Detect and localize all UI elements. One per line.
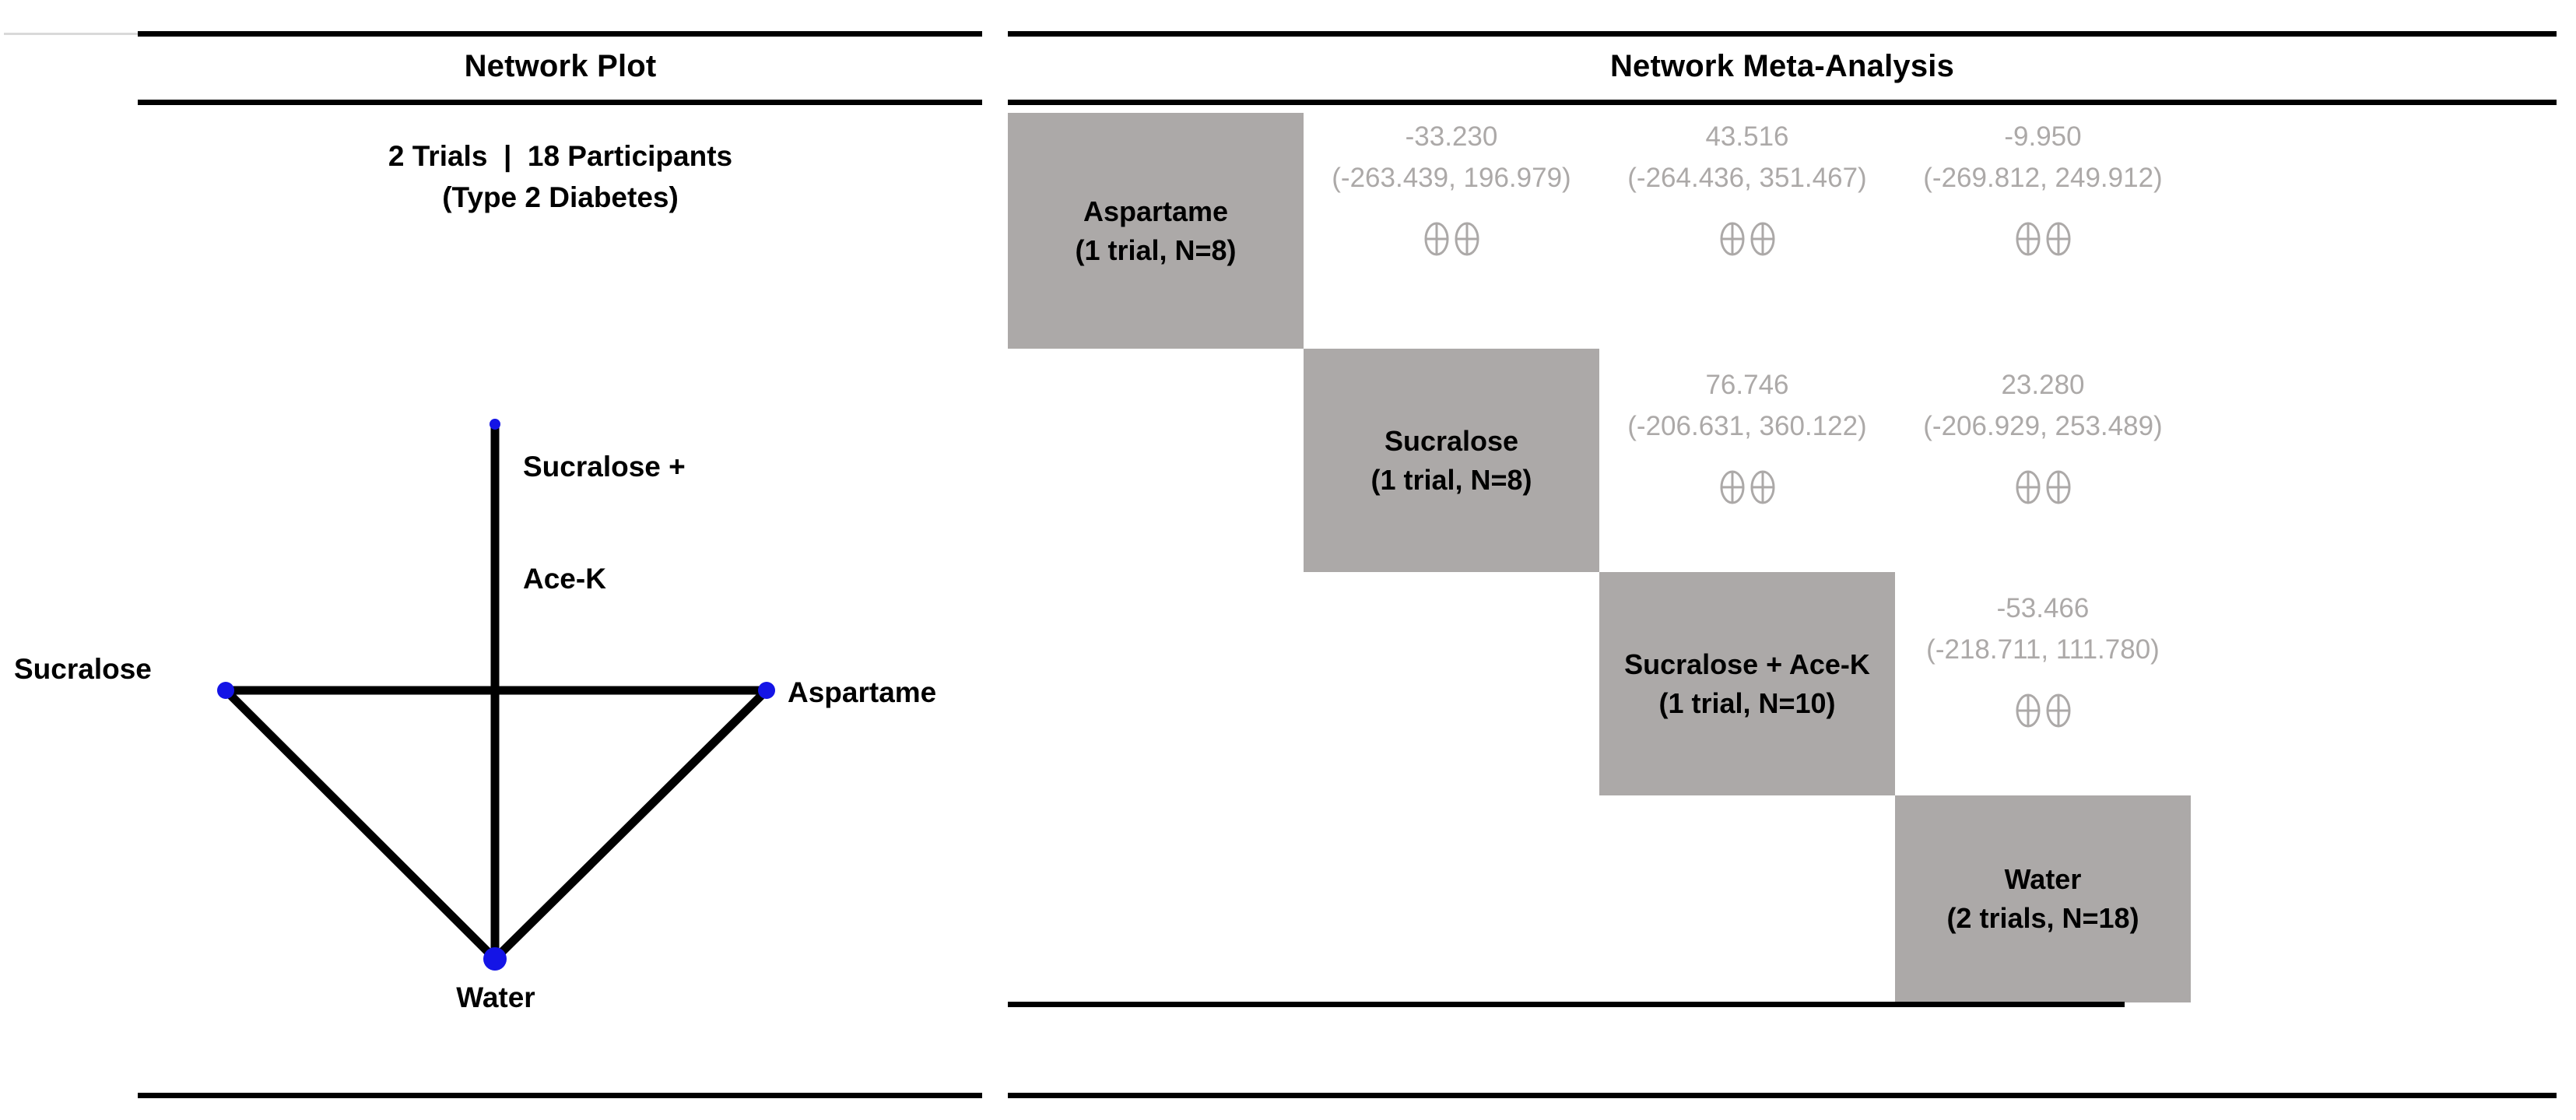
grade-plus-circle-icon — [2016, 693, 2040, 728]
network-node-sucralose-ace-k[interactable] — [490, 419, 500, 430]
league-diagonal-sucralose-ace-k: Sucralose + Ace-K (1 trial, N=10) — [1599, 572, 1895, 795]
effect-estimate: 76.746 — [1705, 370, 1789, 400]
league-cell-blank — [1008, 349, 1304, 572]
league-estimate-cell[interactable]: -9.950 (-269.812, 249.912) — [1895, 113, 2191, 349]
league-cell-blank — [1599, 795, 1895, 1002]
network-summary-caption: 2 Trials | 18 Participants (Type 2 Diabe… — [140, 136, 981, 218]
right-panel-title-rule — [1008, 100, 2557, 105]
grade-certainty-rating — [2014, 693, 2072, 729]
right-panel-top-rule — [1008, 31, 2557, 37]
league-estimate-cell[interactable]: -53.466 (-218.711, 111.780) — [1895, 572, 2191, 795]
league-table-row: Water (2 trials, N=18) — [1008, 795, 2557, 1002]
treatment-detail: (1 trial, N=10) — [1658, 686, 1836, 719]
node-label-sucralose-ace-k: Sucralose + Ace-K — [523, 374, 686, 673]
network-node-aspartame[interactable] — [758, 682, 775, 699]
grade-plus-circle-icon — [2046, 693, 2070, 728]
confidence-interval: (-206.631, 360.122) — [1627, 410, 1867, 441]
left-panel-bottom-rule — [138, 1093, 982, 1098]
league-cell-blank — [1304, 795, 1599, 1002]
network-summary-line2: (Type 2 Diabetes) — [442, 181, 679, 213]
league-table-row: Sucralose + Ace-K (1 trial, N=10) -53.466 (… — [1008, 572, 2557, 795]
grade-plus-circle-icon — [2016, 470, 2040, 504]
grade-certainty-rating — [2014, 469, 2072, 505]
network-edge — [223, 687, 498, 962]
network-edges — [223, 424, 770, 962]
right-panel-mid-rule — [1008, 1002, 2125, 1007]
treatment-name: Sucralose + Ace-K — [1624, 648, 1870, 680]
league-table-row: Aspartame (1 trial, N=8) -33.230 (-263.439,… — [1008, 113, 2557, 349]
confidence-interval: (-206.929, 253.489) — [1923, 410, 2163, 441]
grade-plus-circle-icon — [2046, 470, 2070, 504]
confidence-interval: (-269.812, 249.912) — [1923, 162, 2163, 193]
effect-estimate: -9.950 — [2004, 121, 2082, 152]
league-estimate-cell[interactable]: 23.280 (-206.929, 253.489) — [1895, 349, 2191, 572]
treatment-detail: (1 trial, N=8) — [1370, 463, 1532, 496]
left-panel-title-rule — [138, 100, 982, 105]
grade-plus-circle-icon — [2046, 222, 2070, 256]
treatment-name: Water — [2004, 863, 2082, 896]
grade-plus-circle-icon — [1720, 470, 1744, 504]
confidence-interval: (-263.439, 196.979) — [1332, 162, 1571, 193]
network-meta-analysis-title: Network Meta-Analysis — [1609, 49, 1955, 83]
grade-certainty-rating — [1718, 469, 1777, 505]
network-summary-line1: 2 Trials | 18 Participants — [388, 140, 733, 172]
node-label-water: Water — [456, 981, 535, 1013]
grade-plus-circle-icon — [2016, 222, 2040, 256]
effect-estimate: -53.466 — [1996, 593, 2090, 623]
node-label-sucralose-ace-k-line2: Ace-K — [523, 563, 606, 595]
network-nodes — [217, 419, 775, 971]
node-label-aspartame: Aspartame — [788, 676, 937, 708]
network-node-water[interactable] — [483, 947, 507, 971]
node-label-sucralose: Sucralose — [14, 653, 152, 685]
league-estimate-cell[interactable]: -33.230 (-263.439, 196.979) — [1304, 113, 1599, 349]
league-table: Aspartame (1 trial, N=8) -33.230 (-263.439,… — [1008, 113, 2557, 1097]
league-cell-blank — [1008, 572, 1304, 795]
confidence-interval: (-264.436, 351.467) — [1627, 162, 1867, 193]
treatment-name: Aspartame — [1083, 195, 1229, 227]
league-table-row: Sucralose (1 trial, N=8) 76.746 (-206.631, … — [1008, 349, 2557, 572]
league-cell-blank — [1304, 572, 1599, 795]
network-node-sucralose[interactable] — [217, 682, 234, 699]
grade-plus-circle-icon — [1424, 222, 1448, 256]
grade-plus-circle-icon — [1750, 222, 1774, 256]
league-diagonal-sucralose: Sucralose (1 trial, N=8) — [1304, 349, 1599, 572]
network-plot-title: Network Plot — [464, 49, 657, 83]
network-graph — [217, 419, 775, 971]
left-panel-top-rule — [138, 31, 982, 37]
league-diagonal-aspartame: Aspartame (1 trial, N=8) — [1008, 113, 1304, 349]
league-estimate-cell[interactable]: 76.746 (-206.631, 360.122) — [1599, 349, 1895, 572]
grade-plus-circle-icon — [1750, 470, 1774, 504]
left-panel-top-hairline — [4, 33, 138, 35]
grade-certainty-rating — [1423, 221, 1481, 257]
grade-plus-circle-icon — [1455, 222, 1479, 256]
effect-estimate: -33.230 — [1405, 121, 1498, 152]
right-panel-bottom-rule — [1008, 1093, 2557, 1098]
league-estimate-cell[interactable]: 43.516 (-264.436, 351.467) — [1599, 113, 1895, 349]
confidence-interval: (-218.711, 111.780) — [1926, 634, 2160, 665]
treatment-name: Sucralose — [1384, 424, 1519, 457]
treatment-detail: (2 trials, N=18) — [1946, 902, 2139, 934]
grade-certainty-rating — [1718, 221, 1777, 257]
effect-estimate: 43.516 — [1705, 121, 1789, 152]
effect-estimate: 23.280 — [2001, 370, 2085, 400]
league-cell-blank — [1008, 795, 1304, 1002]
node-label-sucralose-ace-k-line1: Sucralose + — [523, 451, 686, 483]
league-diagonal-water: Water (2 trials, N=18) — [1895, 795, 2191, 1002]
treatment-detail: (1 trial, N=8) — [1075, 233, 1237, 266]
network-edge — [492, 687, 770, 962]
grade-plus-circle-icon — [1720, 222, 1744, 256]
network-meta-analysis-panel: Network Meta-Analysis Aspartame (1 trial,… — [988, 0, 2576, 1120]
grade-certainty-rating — [2014, 221, 2072, 257]
network-plot-panel: Network Plot 2 Trials | 18 Participants … — [0, 0, 988, 1120]
